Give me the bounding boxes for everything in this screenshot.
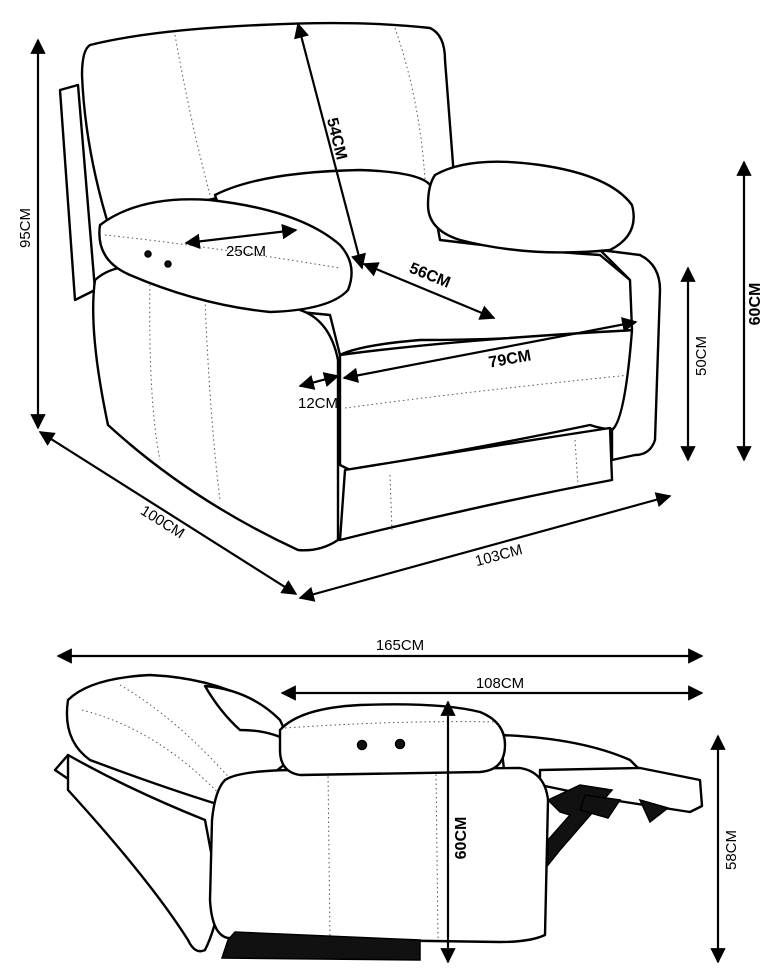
- recline-button-icon: [164, 260, 172, 268]
- width-dimension-line: [298, 492, 672, 602]
- gap-label: 12CM: [298, 395, 338, 412]
- seat-width-dimension-line: [342, 317, 638, 383]
- seat-cushion-side: [498, 733, 647, 780]
- arm-width-label: 25CM: [226, 243, 266, 260]
- arm-width-dimension-line: [184, 223, 298, 250]
- arm-height-label: 60CM: [747, 283, 764, 326]
- recline-button-icon: [356, 739, 368, 751]
- right-armrest: [426, 160, 635, 254]
- height-label: 95CM: [17, 208, 34, 248]
- backrest-dimension-line: [294, 22, 366, 270]
- side-body: [208, 766, 550, 944]
- dimensions-side-view: 165CM 108CM 60CM 58CM: [56, 637, 740, 964]
- armchair-side-view: [53, 673, 704, 961]
- side-arm-height-label: 60CM: [453, 817, 470, 860]
- armchair-front-view: [58, 21, 662, 552]
- base-bar: [220, 931, 421, 961]
- recline-button-icon: [394, 738, 406, 750]
- depth-dimension-line: [38, 431, 298, 595]
- rear-body: [66, 753, 222, 953]
- width-label: 103CM: [473, 541, 524, 570]
- arm-to-footrest-label: 108CM: [476, 675, 524, 692]
- footrest-height-label: 58CM: [723, 830, 740, 870]
- side-armrest: [278, 703, 507, 777]
- recline-button-icon: [144, 250, 152, 258]
- seat-height-label: 50CM: [693, 336, 710, 376]
- reclined-length-label: 165CM: [376, 637, 424, 654]
- gap-dimension-line: [298, 372, 340, 390]
- head-pillow: [203, 684, 292, 744]
- seat-depth-dimension-line: [362, 262, 496, 320]
- footrest-side: [538, 766, 704, 814]
